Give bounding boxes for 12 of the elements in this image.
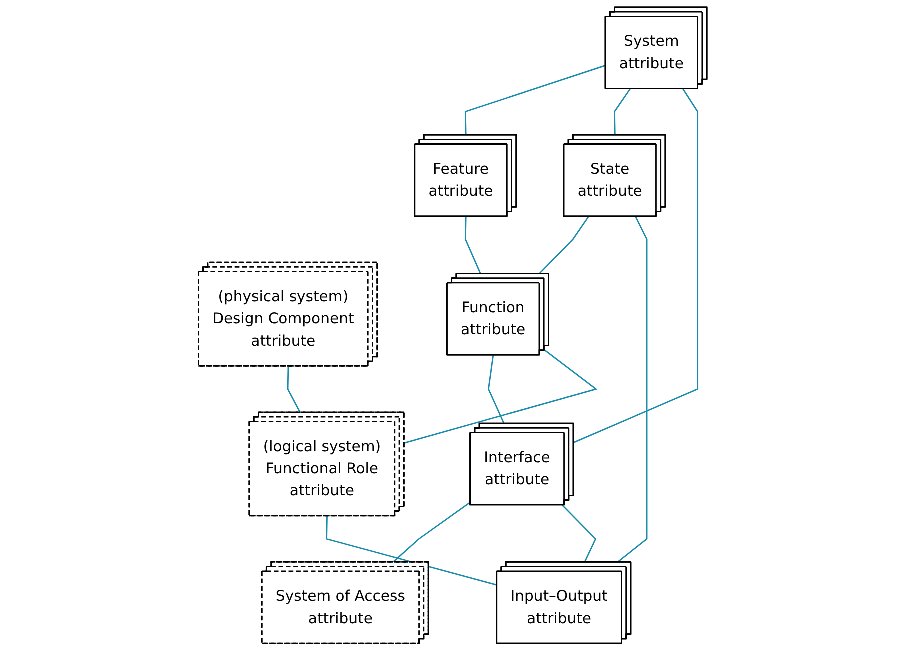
- connector: [464, 216, 482, 274]
- connector: [326, 516, 498, 586]
- connector: [573, 88, 698, 444]
- connector: [464, 64, 606, 136]
- connector: [488, 355, 505, 424]
- connector: [614, 88, 630, 136]
- connector: [616, 216, 648, 564]
- connector: [392, 502, 471, 564]
- connector: [538, 216, 589, 275]
- connector: [286, 366, 301, 414]
- connector: [562, 504, 596, 563]
- connector: [404, 349, 598, 444]
